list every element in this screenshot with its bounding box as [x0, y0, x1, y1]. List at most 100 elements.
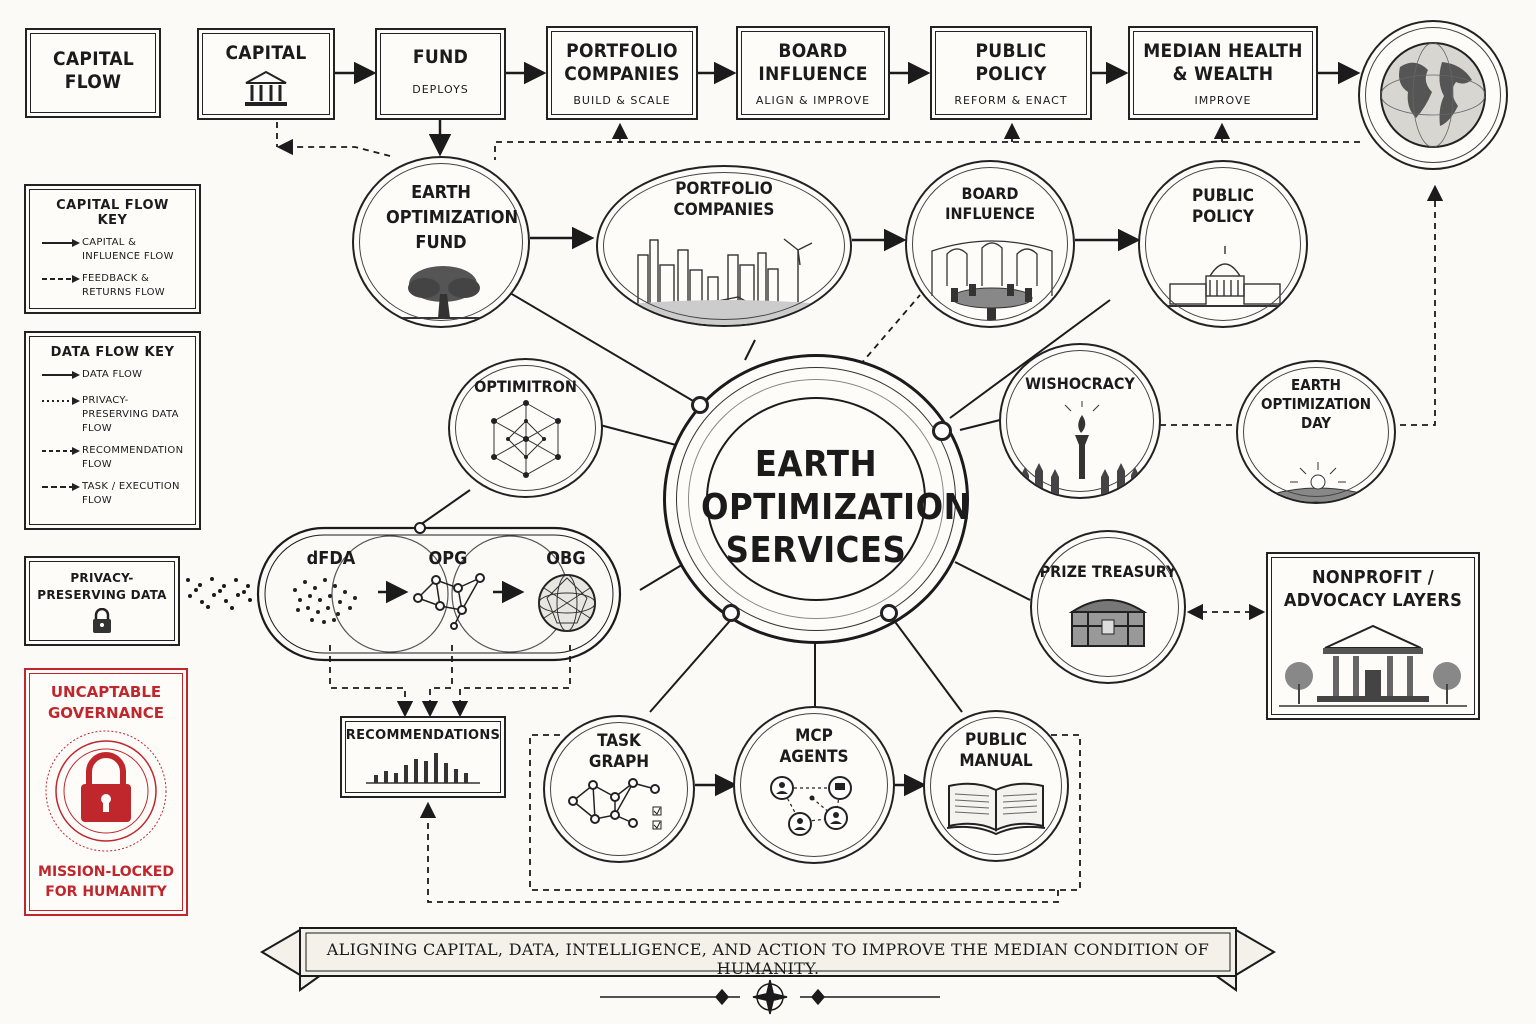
node-label: WISHOCRACY: [1025, 374, 1135, 393]
key-title: DATA FLOW KEY: [50, 345, 175, 360]
connector-node: [722, 604, 740, 622]
node-task-graph[interactable]: TASK GRAPH: [543, 715, 695, 863]
node-optimitron[interactable]: OPTIMITRON: [448, 358, 603, 498]
compass-ornament: [600, 979, 940, 1015]
institution-building-icon: [1279, 624, 1467, 707]
governance-title: UNCAPTABLE GOVERNANCE: [47, 683, 165, 722]
step-capital[interactable]: CAPITAL: [197, 28, 335, 120]
node-board[interactable]: BOARD INFLUENCE: [905, 160, 1075, 328]
capitol-icon: [1162, 246, 1288, 307]
key-label: RECOMMENDATION FLOW: [82, 445, 184, 470]
key-label: DATA FLOW: [82, 369, 143, 380]
recommendations-box[interactable]: RECOMMENDATIONS: [340, 716, 506, 798]
dashed-arrow-icon: [42, 447, 80, 455]
dashed-arrow-icon: [42, 483, 80, 491]
center-hub[interactable]: EARTH OPTIMIZATION SERVICES: [663, 354, 972, 644]
nonprofit-box[interactable]: NONPROFIT / ADVOCACY LAYERS: [1266, 552, 1480, 720]
step-title: CAPITAL: [225, 42, 307, 64]
governance-seal[interactable]: UNCAPTABLE GOVERNANCE MISSION-LOCKED FOR…: [24, 668, 188, 916]
agents-network-icon: [770, 776, 852, 836]
graph-network-icon[interactable]: [410, 570, 490, 630]
nonprofit-label: NONPROFIT / ADVOCACY LAYERS: [1283, 567, 1463, 611]
step-portfolio[interactable]: PORTFOLIO COMPANIES BUILD & SCALE: [546, 26, 698, 120]
node-fund[interactable]: EARTH OPTIMIZATION FUND: [352, 156, 530, 328]
key-title: CAPITAL FLOW KEY: [56, 198, 169, 228]
connector-node: [880, 604, 898, 622]
node-label: PUBLIC POLICY: [1192, 186, 1254, 227]
node-label: PRIZE TREASURY: [1039, 562, 1177, 581]
step-title: FUND: [412, 46, 469, 68]
torch-crowd-icon: [1021, 401, 1139, 497]
geodesic-sphere-icon[interactable]: [532, 568, 602, 638]
center-title: EARTH OPTIMIZATION SERVICES: [701, 444, 972, 571]
node-mcp-agents[interactable]: MCP AGENTS: [733, 706, 895, 864]
node-label: EARTH OPTIMIZATION FUND: [386, 182, 519, 253]
key-label: CAPITAL & INFLUENCE FLOW: [82, 237, 174, 262]
node-wishocracy[interactable]: WISHOCRACY: [999, 343, 1161, 499]
privacy-data-box[interactable]: PRIVACY-PRESERVING DATA: [24, 556, 180, 646]
padlock-icon: [93, 607, 111, 633]
step-median[interactable]: MEDIAN HEALTH & WEALTH IMPROVE: [1128, 26, 1318, 120]
boardroom-icon: [931, 240, 1053, 320]
node-policy[interactable]: PUBLIC POLICY: [1138, 160, 1308, 328]
capital-flow-header: CAPITAL FLOW: [25, 28, 161, 118]
pipeline-label-obg: OBG: [546, 548, 586, 569]
node-label: OPTIMITRON: [474, 377, 577, 396]
open-book-icon: [946, 782, 1046, 836]
step-title: PORTFOLIO COMPANIES: [564, 40, 680, 85]
solid-arrow-icon: [42, 239, 80, 247]
step-sub: IMPROVE: [1194, 94, 1252, 107]
step-title: BOARD INFLUENCE: [758, 40, 868, 85]
motto-banner: [260, 927, 1276, 992]
city-skyline-icon: [618, 238, 834, 325]
key-label: FEEDBACK & RETURNS FLOW: [82, 273, 165, 298]
dashed-arrow-icon: [42, 275, 80, 283]
treasure-chest-icon: [1068, 599, 1148, 647]
mission-lock-icon: [45, 730, 167, 852]
pipeline-label-dfda: dFDA: [306, 548, 356, 569]
privacy-label: PRIVACY-PRESERVING DATA: [37, 571, 167, 602]
step-title: MEDIAN HEALTH & WEALTH: [1143, 40, 1303, 85]
node-label: TASK GRAPH: [588, 731, 650, 772]
sunrise-icon: [1247, 462, 1389, 502]
step-sub: BUILD & SCALE: [573, 94, 671, 107]
earth-globe[interactable]: [1358, 20, 1508, 170]
step-sub: ALIGN & IMPROVE: [755, 94, 871, 107]
node-public-manual[interactable]: PUBLIC MANUAL: [923, 710, 1069, 862]
data-cloud-icon[interactable]: [280, 570, 370, 630]
node-prize-treasury[interactable]: PRIZE TREASURY: [1030, 530, 1186, 684]
task-graph-icon: [568, 778, 662, 830]
data-flow-key: DATA FLOW KEY DATA FLOW PRIVACY-PRESERVI…: [24, 331, 201, 530]
node-label: BOARD INFLUENCE: [945, 184, 1035, 223]
step-board[interactable]: BOARD INFLUENCE ALIGN & IMPROVE: [736, 26, 890, 120]
pipeline-capsule: [256, 526, 622, 662]
dotted-arrow-icon: [42, 397, 80, 405]
network-polyhedron-icon: [490, 400, 561, 478]
pipeline-label-opg: OPG: [428, 548, 468, 569]
governance-subtitle: MISSION-LOCKED FOR HUMANITY: [38, 864, 174, 900]
globe-icon: [1380, 42, 1486, 148]
step-sub: REFORM & ENACT: [954, 94, 1068, 107]
motto-text: ALIGNING CAPITAL, DATA, INTELLIGENCE, AN…: [326, 940, 1210, 978]
step-sub: DEPLOYS: [412, 83, 469, 96]
connector-node: [691, 396, 709, 414]
recommendations-label: RECOMMENDATIONS: [345, 728, 501, 743]
connector-node: [932, 421, 952, 441]
solid-arrow-icon: [42, 371, 80, 379]
key-label: PRIVACY-PRESERVING DATA FLOW: [82, 395, 179, 434]
node-earth-day[interactable]: EARTH OPTIMIZATION DAY: [1236, 360, 1396, 504]
tree-icon: [394, 266, 492, 319]
privacy-data-dots: [186, 577, 252, 610]
node-label: PUBLIC MANUAL: [959, 730, 1033, 771]
step-policy[interactable]: PUBLIC POLICY REFORM & ENACT: [930, 26, 1092, 120]
step-title: PUBLIC POLICY: [975, 40, 1047, 85]
bar-chart-icon: [366, 753, 480, 784]
node-label: EARTH OPTIMIZATION DAY: [1261, 376, 1372, 432]
node-portfolio[interactable]: PORTFOLIO COMPANIES: [596, 165, 852, 327]
node-label: PORTFOLIO COMPANIES: [673, 179, 775, 220]
capital-flow-key: CAPITAL FLOW KEY CAPITAL & INFLUENCE FLO…: [24, 184, 201, 314]
key-label: TASK / EXECUTION FLOW: [82, 481, 180, 506]
step-fund[interactable]: FUND DEPLOYS: [375, 28, 506, 120]
